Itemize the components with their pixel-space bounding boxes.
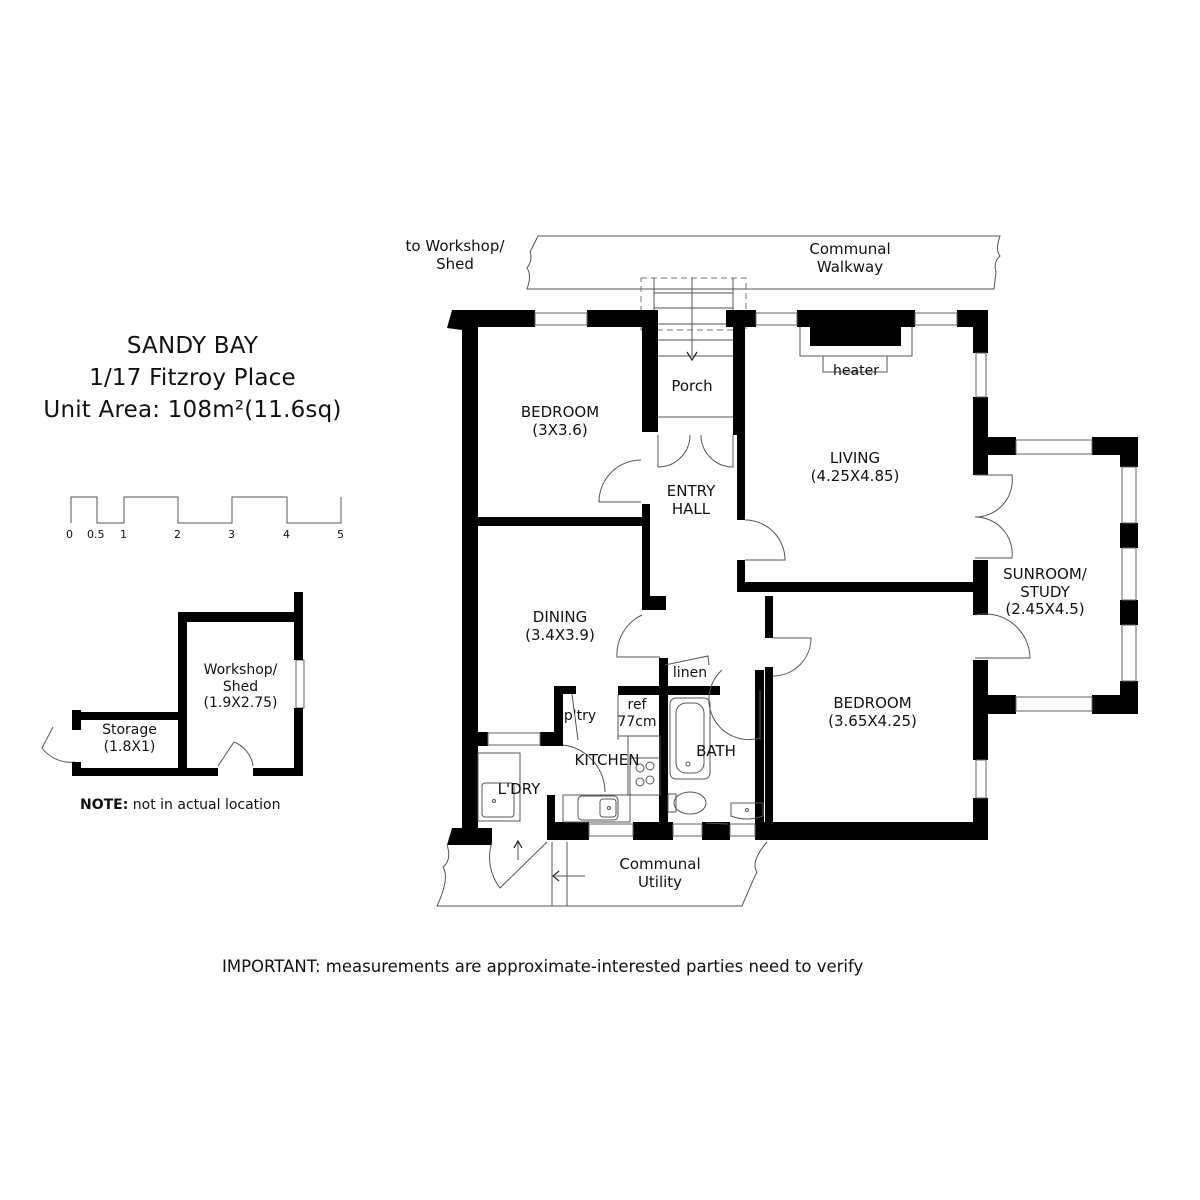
- scale-tick-5: 5: [337, 528, 344, 541]
- linen-label: linen: [672, 665, 708, 681]
- unit-area: Unit Area: 108m²(11.6sq): [43, 397, 342, 424]
- to-workshop-label: to Workshop/ Shed: [405, 237, 505, 273]
- living-label: LIVING (4.25X4.85): [810, 449, 900, 485]
- communal-walkway: [526, 235, 1001, 290]
- scale-tick-1: 1: [120, 528, 127, 541]
- communal-walkway-label: Communal Walkway: [809, 240, 891, 276]
- fixtures: [477, 695, 764, 823]
- note-text: not in actual location: [128, 797, 281, 813]
- scale-tick-2: 2: [174, 528, 181, 541]
- porch-label: Porch: [671, 377, 713, 395]
- scale-bar: [70, 496, 342, 524]
- disclaimer: IMPORTANT: measurements are approximate-…: [222, 957, 864, 976]
- kitchen-label: KITCHEN: [574, 751, 640, 769]
- heater-fixture: [799, 327, 913, 373]
- walls: [447, 310, 1138, 845]
- porch-steps: [640, 277, 747, 418]
- sunroom-study-label: SUNROOM/ STUDY (2.45X4.5): [1003, 565, 1087, 619]
- scale-tick-0-5: 0.5: [87, 528, 105, 541]
- ref-label: ref 77cm: [617, 697, 657, 730]
- pantry-label: p'try: [563, 708, 597, 724]
- entry-hall-label: ENTRY HALL: [666, 482, 716, 518]
- dining-label: DINING (3.4X3.9): [525, 608, 595, 644]
- laundry-label: L'DRY: [497, 780, 541, 798]
- suburb-title: SANDY BAY: [126, 333, 259, 359]
- scale-tick-4: 4: [283, 528, 290, 541]
- storage-label: Storage (1.8X1): [102, 722, 157, 755]
- windows: [295, 312, 1137, 837]
- communal-utility-label: Communal Utility: [619, 855, 701, 891]
- location-note: NOTE: not in actual location: [80, 797, 281, 814]
- bedroom-1-label: BEDROOM (3X3.6): [520, 403, 600, 439]
- note-bold: NOTE:: [80, 797, 129, 813]
- workshop-label: Workshop/ Shed (1.9X2.75): [203, 662, 278, 712]
- scale-tick-3: 3: [228, 528, 235, 541]
- scale-tick-0: 0: [66, 528, 73, 541]
- bedroom-2-label: BEDROOM (3.65X4.25): [828, 694, 917, 730]
- outbuilding-walls: [72, 592, 303, 776]
- property-title-block: SANDY BAY 1/17 Fitzroy Place Unit Area: …: [40, 330, 345, 427]
- bath-label: BATH: [696, 742, 736, 760]
- address-title: 1/17 Fitzroy Place: [89, 365, 296, 392]
- heater-label: heater: [833, 363, 879, 379]
- communal-utility: [436, 839, 768, 907]
- doors: [41, 434, 1031, 889]
